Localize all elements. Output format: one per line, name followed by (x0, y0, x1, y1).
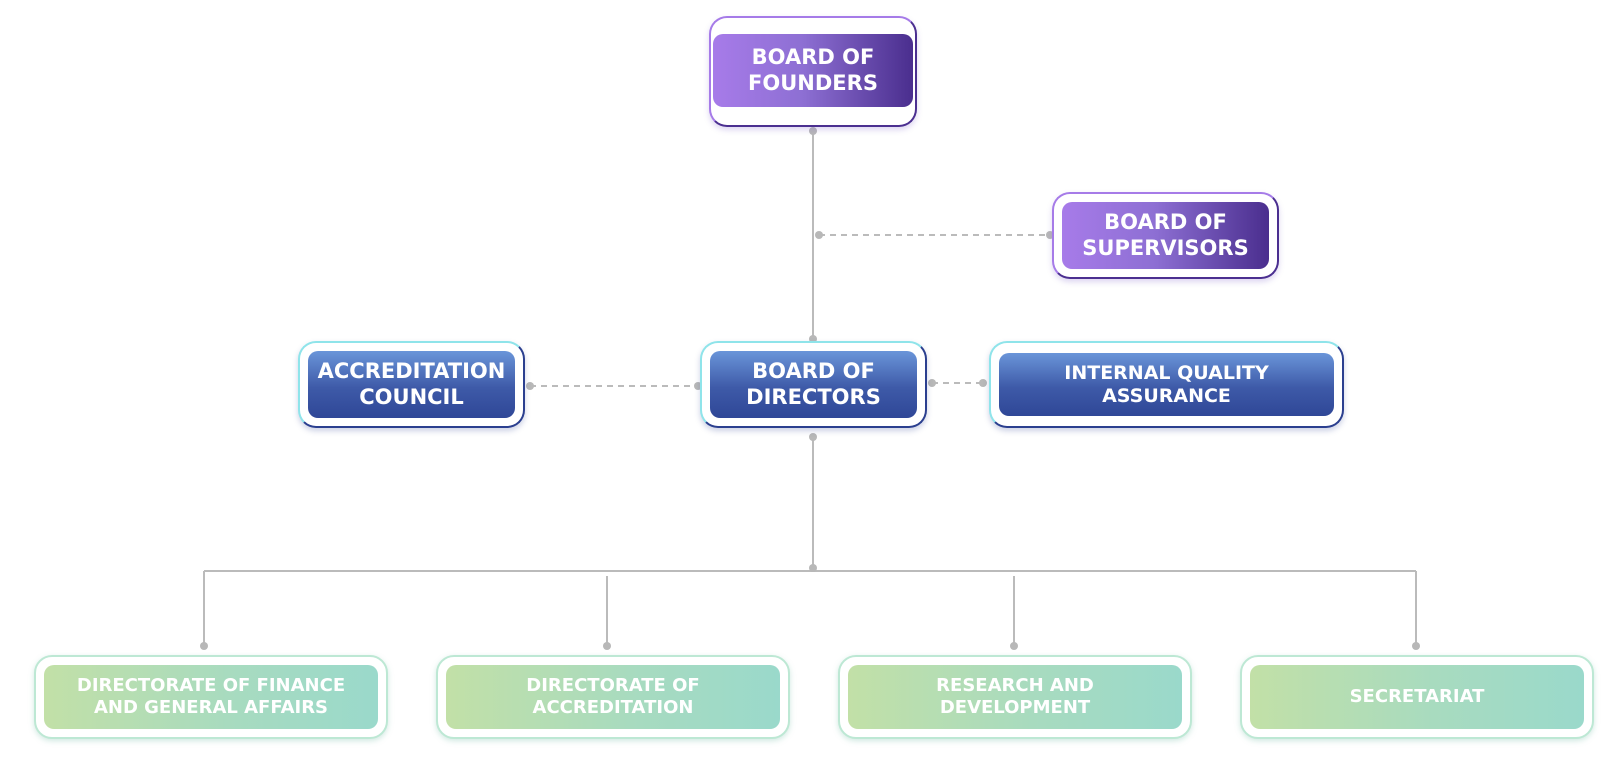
connector-dot (809, 127, 817, 135)
node-secretariat: SECRETARIAT (1240, 655, 1594, 739)
node-accreditation-council-label: ACCREDITATION COUNCIL (317, 359, 506, 409)
connector-dot (979, 379, 987, 387)
node-board-of-supervisors-label: BOARD OF SUPERVISORS (1082, 210, 1249, 260)
node-board-of-supervisors-box: BOARD OF SUPERVISORS (1062, 202, 1269, 269)
node-internal-quality-assurance-box: INTERNAL QUALITY ASSURANCE (999, 353, 1334, 416)
node-board-of-supervisors: BOARD OF SUPERVISORS (1052, 192, 1279, 279)
node-secretariat-label: SECRETARIAT (1349, 686, 1485, 708)
node-research-development-label: RESEARCH AND DEVELOPMENT (936, 675, 1094, 718)
node-directorate-accreditation-label: DIRECTORATE OF ACCREDITATION (526, 675, 700, 718)
connector-dot (200, 642, 208, 650)
node-accreditation-council-box: ACCREDITATION COUNCIL (308, 351, 515, 418)
node-research-development-box: RESEARCH AND DEVELOPMENT (848, 665, 1182, 729)
node-accreditation-council: ACCREDITATION COUNCIL (298, 341, 525, 428)
connector-dot (1010, 642, 1018, 650)
node-directorate-finance: DIRECTORATE OF FINANCE AND GENERAL AFFAI… (34, 655, 388, 739)
node-board-of-directors-box: BOARD OF DIRECTORS (710, 351, 917, 418)
node-directorate-accreditation-box: DIRECTORATE OF ACCREDITATION (446, 665, 780, 729)
node-internal-quality-assurance: INTERNAL QUALITY ASSURANCE (989, 341, 1344, 428)
node-board-of-directors-label: BOARD OF DIRECTORS (746, 359, 881, 409)
connector-dot (809, 433, 817, 441)
node-directorate-finance-box: DIRECTORATE OF FINANCE AND GENERAL AFFAI… (44, 665, 378, 729)
node-directorate-accreditation: DIRECTORATE OF ACCREDITATION (436, 655, 790, 739)
node-board-of-founders: BOARD OF FOUNDERS (709, 16, 917, 127)
connector-dot (603, 642, 611, 650)
connector-dot (928, 379, 936, 387)
connector-dot (1412, 642, 1420, 650)
node-board-of-directors: BOARD OF DIRECTORS (700, 341, 927, 428)
connector-dot (809, 564, 817, 572)
node-internal-quality-assurance-label: INTERNAL QUALITY ASSURANCE (1064, 361, 1269, 407)
connector-dot (526, 382, 534, 390)
connector-dot (815, 231, 823, 239)
node-research-development: RESEARCH AND DEVELOPMENT (838, 655, 1192, 739)
node-directorate-finance-label: DIRECTORATE OF FINANCE AND GENERAL AFFAI… (76, 675, 346, 718)
node-secretariat-box: SECRETARIAT (1250, 665, 1584, 729)
node-board-of-founders-label: BOARD OF FOUNDERS (748, 45, 878, 95)
node-board-of-founders-box: BOARD OF FOUNDERS (713, 34, 913, 107)
